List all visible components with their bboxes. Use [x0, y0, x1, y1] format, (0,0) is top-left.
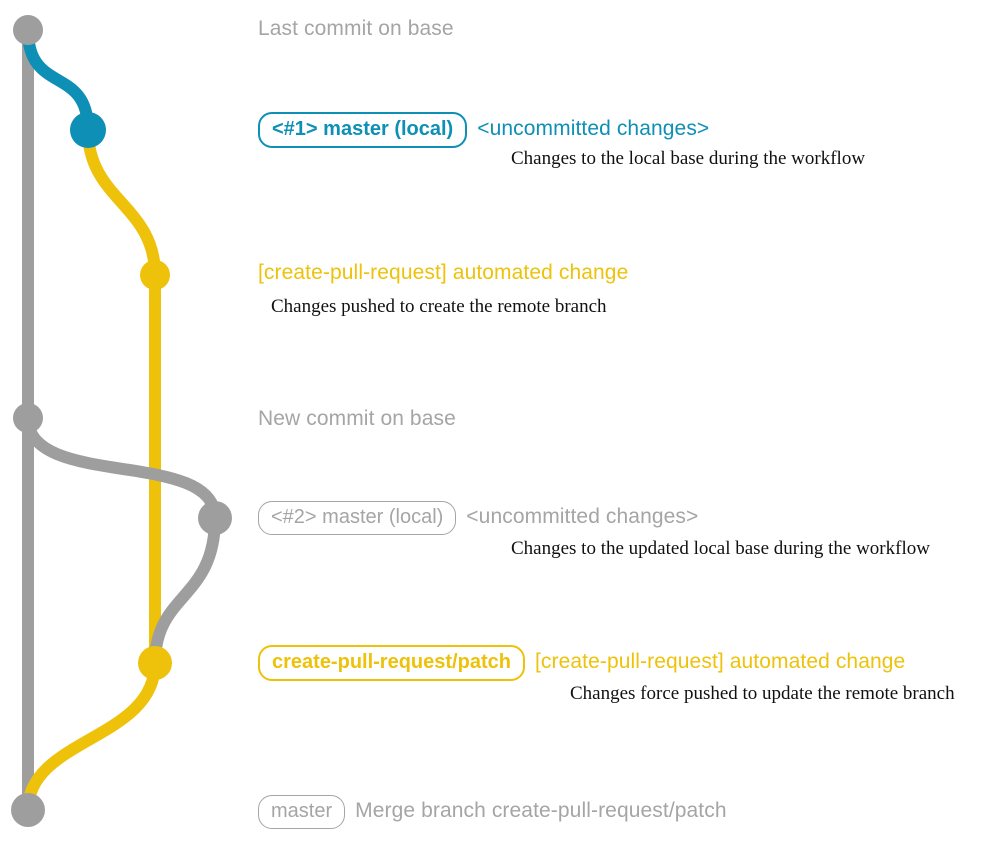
yellow-merge-line [22, 657, 161, 816]
row-automated-change-1: [create-pull-request] automated change [258, 262, 628, 283]
subtext-local-2: Changes to the updated local base during… [511, 538, 930, 559]
grey-branch-local2-to-patch [149, 512, 221, 669]
grey-branch-to-local2 [22, 412, 221, 524]
subtext-automated-change-1: Changes pushed to create the remote bran… [271, 296, 607, 317]
subtext-local-1: Changes to the local base during the wor… [511, 148, 866, 169]
node-local-1 [70, 112, 106, 148]
row-automated-change-2: create-pull-request/patch [create-pull-r… [258, 645, 905, 681]
headline-uncommitted-changes-1: <uncommitted changes> [477, 117, 710, 140]
subtext-automated-change-2: Changes force pushed to update the remot… [570, 683, 955, 704]
headline-new-commit-on-base: New commit on base [258, 407, 456, 430]
yellow-branch-line-upper [82, 124, 161, 669]
row-merge-commit: master Merge branch create-pull-request/… [258, 795, 727, 829]
headline-merge-commit: Merge branch create-pull-request/patch [355, 799, 727, 822]
badge-master-local-1[interactable]: <#1> master (local) [258, 112, 468, 148]
node-last-commit-on-base [13, 15, 43, 45]
node-automated-change-1 [140, 260, 170, 290]
node-new-commit-on-base [13, 403, 43, 433]
headline-last-commit-on-base: Last commit on base [258, 17, 454, 40]
row-last-commit-on-base: Last commit on base [258, 18, 454, 39]
headline-automated-change-2: [create-pull-request] automated change [534, 650, 906, 673]
badge-create-pull-request-patch[interactable]: create-pull-request/patch [258, 645, 525, 681]
badge-master[interactable]: master [258, 795, 346, 829]
row-local-1: <#1> master (local) <uncommitted changes… [258, 112, 709, 148]
badge-master-local-2[interactable]: <#2> master (local) [258, 501, 457, 535]
headline-automated-change-1: [create-pull-request] automated change [258, 261, 629, 284]
commit-graph [11, 15, 232, 827]
row-local-2: <#2> master (local) <uncommitted changes… [258, 501, 698, 535]
node-automated-change-2 [138, 646, 172, 680]
row-new-commit-on-base: New commit on base [258, 408, 456, 429]
node-merge-commit [11, 793, 45, 827]
blue-branch-line [22, 24, 94, 136]
headline-uncommitted-changes-2: <uncommitted changes> [466, 505, 699, 528]
node-local-2 [198, 501, 232, 535]
